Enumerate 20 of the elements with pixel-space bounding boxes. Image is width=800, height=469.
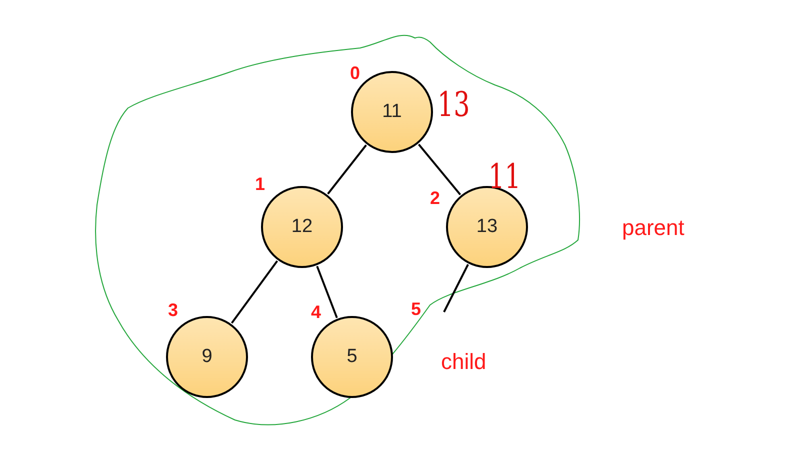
node-value: 13 [476, 214, 498, 239]
note-text: child [441, 348, 486, 376]
tree-edge [443, 264, 469, 312]
index-number: 3 [168, 299, 178, 322]
tree-edge [418, 144, 462, 196]
handwritten-number: 11 [488, 160, 521, 194]
index-number: 4 [311, 301, 322, 324]
node-value: 9 [202, 344, 212, 369]
index-number: 1 [255, 173, 266, 196]
index-number: 0 [350, 62, 360, 85]
index-number: 5 [411, 298, 422, 321]
node-value: 5 [346, 344, 358, 369]
note-text: parent [622, 214, 684, 242]
tree-edge [230, 260, 278, 324]
handwritten-number: 13 [437, 88, 470, 122]
tree-edge [316, 266, 338, 318]
node-value: 11 [382, 100, 402, 124]
index-number: 2 [430, 187, 440, 210]
node-value: 12 [291, 214, 313, 239]
tree-edge [327, 144, 367, 195]
